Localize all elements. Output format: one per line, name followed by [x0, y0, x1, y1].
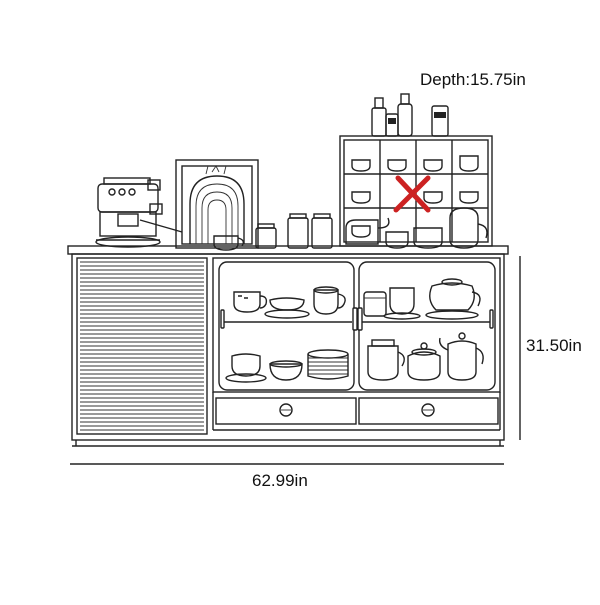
cup — [213, 235, 239, 251]
cup — [269, 297, 305, 311]
espresso-machine — [95, 177, 183, 248]
saucer — [225, 373, 267, 383]
dimension-lines — [70, 256, 521, 465]
door-handle — [489, 309, 494, 329]
cup — [385, 231, 409, 249]
jar — [367, 345, 399, 381]
teapot — [429, 282, 475, 311]
door-handle — [357, 307, 363, 331]
drawer-left — [215, 397, 357, 425]
kettle — [345, 219, 379, 245]
sugar-pot — [407, 351, 441, 381]
jar — [363, 291, 387, 317]
width-label: 62.99in — [252, 471, 308, 490]
mug — [313, 289, 339, 315]
glass-door-left — [218, 261, 355, 391]
saucer — [264, 309, 310, 319]
tambour-door — [76, 257, 208, 435]
door-handle — [352, 307, 358, 331]
plate-stack — [307, 349, 349, 359]
machine-base — [95, 236, 161, 248]
cup — [389, 287, 415, 315]
cup — [231, 353, 261, 377]
canister — [311, 217, 333, 249]
bottles — [371, 93, 449, 137]
glass-door-right — [358, 261, 496, 391]
x-mark-icon — [393, 175, 431, 213]
bowl — [269, 363, 303, 381]
cup — [233, 291, 261, 313]
drawer-right — [358, 397, 499, 425]
mug — [413, 227, 443, 249]
coffee-pot — [447, 340, 477, 381]
door-handle — [220, 309, 225, 329]
canister — [287, 217, 309, 249]
glass-cabinet-frame — [212, 257, 501, 393]
jar-lid — [371, 339, 395, 347]
cubby-rack — [339, 93, 493, 247]
rack-frame — [339, 135, 493, 247]
tray — [425, 310, 479, 320]
cabinet-body — [71, 253, 505, 441]
depth-label: Depth:15.75in — [420, 70, 526, 89]
sideboard-cabinet — [67, 245, 509, 447]
canister — [255, 227, 277, 249]
countertop-items — [95, 159, 488, 251]
height-label: 31.50in — [526, 336, 582, 355]
picture-frame — [175, 159, 259, 249]
left-cabinet-dishes — [225, 286, 349, 383]
tambour-slats — [80, 261, 204, 431]
right-cabinet-dishes — [363, 278, 484, 381]
